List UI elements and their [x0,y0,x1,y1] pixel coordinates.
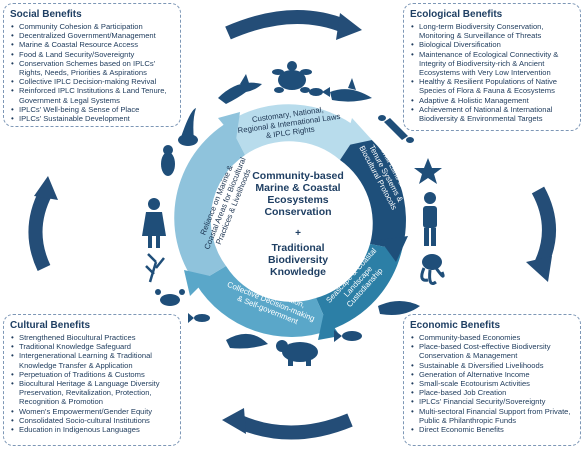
list-item: Long-term Biodiversity Conservation, Mon… [411,22,574,40]
center-title: Community-based Marine & Coastal Ecosyst… [213,170,383,218]
segment-right-shape [340,130,406,250]
center-title-line: Ecosystems [267,194,329,206]
segment-bottom-shape [196,266,330,337]
list-item: Biological Diversification [411,40,574,49]
list-item: Collective IPLC Decision-making Revival [11,77,174,86]
list-item: Women's Empowerment/Gender Equity [11,407,174,416]
list-item: Generation of Alternative Income [411,370,574,379]
turtle-icon [272,61,312,93]
list-item: Direct Economic Benefits [411,425,574,434]
segment-top-shape [228,104,360,160]
list-item: Healthy & Resilient Populations of Nativ… [411,77,574,95]
list-item: Community Cohesion & Participation [11,22,174,31]
list-item: Conservation Schemes based on IPLCs' Rig… [11,59,174,77]
ecological-benefits-title: Ecological Benefits [410,9,503,20]
center-subtitle-line: Biodiversity [267,254,329,266]
center-title-line: Community-based [252,170,344,182]
list-item: Consolidated Socio-cultural Institutions [11,416,174,425]
lobster-icon [378,115,414,143]
list-item: Community-based Economies [411,333,574,342]
ecological-benefits-box: Ecological Benefits Long-term Biodiversi… [403,3,581,131]
economic-benefits-box: Economic Benefits Community-based Econom… [403,314,581,446]
man-icon [423,192,437,246]
list-item: Perpetuation of Traditions & Customs [11,370,174,379]
list-item: Adaptive & Holistic Management [411,96,574,105]
list-item: Place-based Job Creation [411,388,574,397]
outer-arrow-bottom [222,408,353,440]
social-benefits-list: Community Cohesion & Participation Decen… [10,22,174,123]
fish-icon [309,87,330,97]
plant-icon [145,253,165,283]
penguin-icon [161,145,175,176]
ring [174,104,408,340]
list-item: Multi-sectoral Financial Support from Pr… [411,407,574,425]
list-item: IPLCs' Financial Security/Sovereignty [411,397,574,406]
list-item: Sustainable & Diversified Livelihoods [411,361,574,370]
woman-icon [142,198,166,248]
fish-icon [188,313,210,323]
outer-arrow-right [526,186,556,282]
list-item: IPLCs' Well-being & Sense of Place [11,105,174,114]
center-subtitle-line: Knowledge [269,266,326,278]
social-benefits-box: Social Benefits Community Cohesion & Par… [3,3,181,127]
list-item: Marine & Coastal Resource Access [11,40,174,49]
center-title-line: Conservation [264,206,332,218]
ecological-benefits-list: Long-term Biodiversity Conservation, Mon… [410,22,574,123]
outer-arrow-top [225,10,362,40]
list-item: Intergenerational Learning & Traditional… [11,351,174,369]
cultural-benefits-list: Strengthened Biocultural Practices Tradi… [10,333,174,434]
segment-bottom-right-shape [316,244,402,330]
center-subtitle-line: Traditional [271,242,325,254]
bear-icon [276,340,318,366]
list-item: Strengthened Biocultural Practices [11,333,174,342]
list-item: Reinforced IPLC Institutions & Land Tenu… [11,86,174,104]
center-plus: + [295,228,301,239]
octopus-icon [420,254,445,285]
list-item: Food & Land Security/Sovereignty [11,50,174,59]
list-item: Achievement of National & International … [411,105,574,123]
economic-benefits-list: Community-based Economies Place-based Co… [410,333,574,434]
dolphin-icon [218,74,262,104]
whale-icon [378,301,420,315]
cultural-benefits-title: Cultural Benefits [10,320,91,331]
shark-icon [330,78,372,102]
list-item: Education in Indigenous Languages [11,425,174,434]
crab-icon [155,289,185,306]
seal-icon [226,333,268,349]
list-item: Decentralized Government/Management [11,31,174,40]
center-subtitle: Traditional Biodiversity Knowledge [213,242,383,278]
cormorant-icon [178,108,198,146]
list-item: IPLCs' Sustainable Development [11,114,174,123]
list-item: Place-based Cost-effective Biodiversity … [411,342,574,360]
list-item: Traditional Knowledge Safeguard [11,342,174,351]
cultural-benefits-box: Cultural Benefits Strengthened Biocultur… [3,314,181,446]
list-item: Biocultural Heritage & Language Diversit… [11,379,174,407]
starfish-icon [414,158,442,184]
segment-left-shape [174,122,245,284]
social-benefits-title: Social Benefits [10,9,82,20]
economic-benefits-title: Economic Benefits [410,320,501,331]
fish-icon [334,330,362,342]
list-item: Maintenance of Ecological Connectivity &… [411,50,574,78]
list-item: Small-scale Ecotourism Activities [411,379,574,388]
outer-arrow-left [28,176,58,271]
center-title-line: Marine & Coastal [255,182,341,194]
